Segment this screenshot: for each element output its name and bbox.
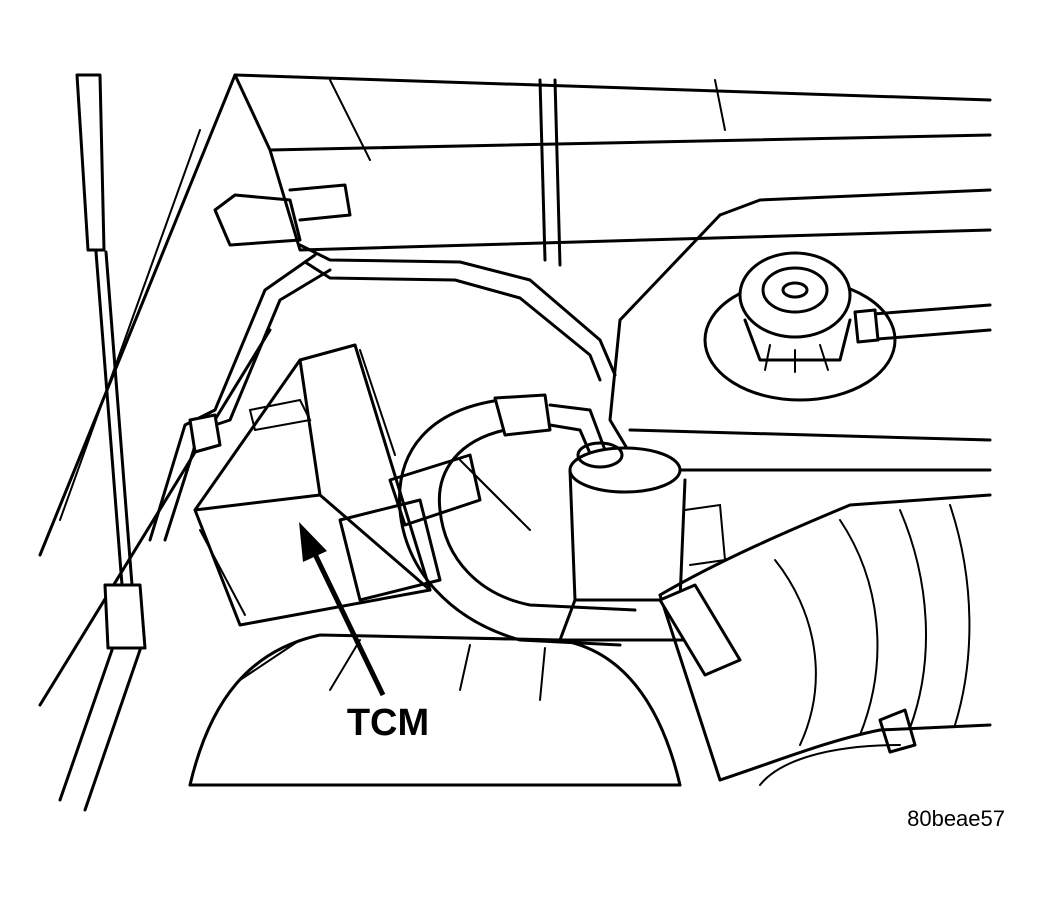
wire-harness [148,78,617,542]
air-intake-duct [658,493,992,782]
hood-prop-rod [58,73,147,812]
radiator-cap [738,251,852,373]
figure-id: 80beae57 [907,806,1005,831]
overflow-hose [853,303,992,344]
tcm-label: TCM [347,702,429,744]
lower-air-ducting [188,633,901,787]
coolant-reservoir [608,188,992,472]
canister [558,441,727,642]
coolant-hose [398,393,637,647]
tcm-callout-arrow [299,522,386,697]
tcm-module [193,343,432,627]
hood-outline [38,73,992,707]
tcm-connectors [338,453,531,602]
